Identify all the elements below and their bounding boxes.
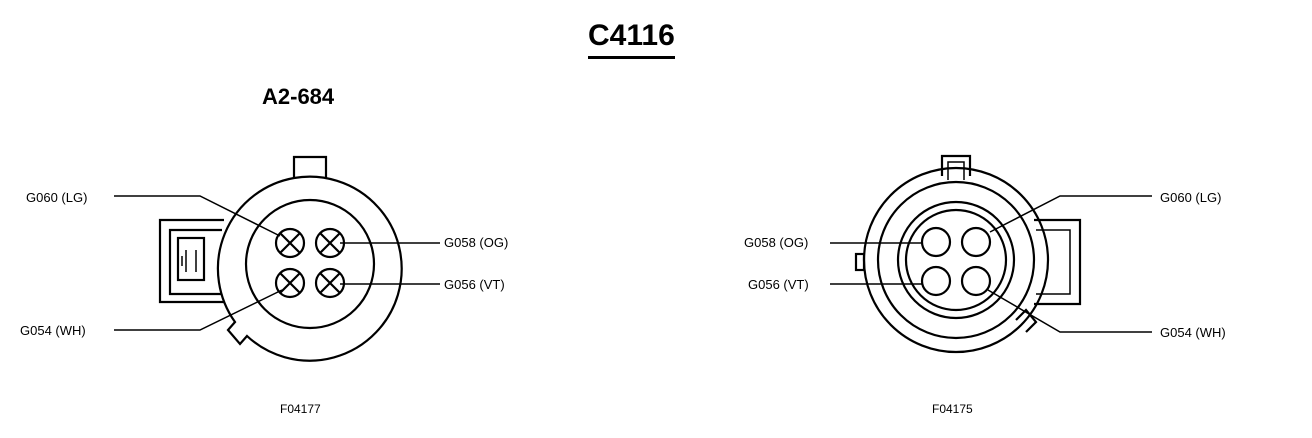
right-leader-g060: [989, 195, 1152, 233]
right-top-tab-inner: [947, 161, 965, 180]
right-side-flange-inner: [1036, 229, 1071, 295]
connector-part-number: A2-684: [262, 84, 335, 109]
right-inner-ring: [904, 208, 1008, 312]
right-side-flange: [1034, 218, 1082, 306]
right-label-g060: G060 (LG): [1160, 190, 1222, 205]
right-label-g054: G054 (WH): [1160, 325, 1226, 340]
right-left-nub: [854, 252, 866, 272]
right-pin-g058: [920, 226, 952, 258]
right-top-tab: [940, 154, 972, 176]
left-leader-g054: [114, 289, 283, 331]
left-label-g054: G054 (WH): [20, 323, 86, 338]
left-pin-g060: [274, 227, 306, 259]
right-leader-g054: [987, 289, 1152, 333]
left-label-g060: G060 (LG): [26, 190, 88, 205]
right-pin-g056: [920, 265, 952, 297]
right-pin-g054: [960, 265, 992, 297]
right-label-g056: G056 (VT): [748, 277, 809, 292]
left-outer-shell: [216, 175, 403, 362]
left-side-latch: [158, 218, 224, 304]
left-connector: [114, 155, 440, 362]
right-figure-id: F04175: [932, 402, 973, 416]
right-bottom-notch: [1015, 308, 1038, 333]
left-top-tab: [292, 155, 328, 178]
right-outer-shell: [862, 166, 1050, 354]
left-latch-detail: [181, 250, 197, 272]
right-inner-ring-outer: [896, 200, 1016, 320]
left-pin-g058: [314, 227, 346, 259]
left-pin-g056: [314, 267, 346, 299]
right-middle-shell: [876, 180, 1036, 340]
left-figure-id: F04177: [280, 402, 321, 416]
right-connector: [830, 154, 1152, 354]
left-leader-g060: [114, 195, 281, 237]
left-label-g056: G056 (VT): [444, 277, 505, 292]
left-pin-g054: [274, 267, 306, 299]
connector-title: C4116: [588, 18, 675, 59]
left-latch-block: [176, 236, 206, 282]
left-side-latch-inner: [168, 228, 222, 296]
left-inner-ring: [244, 198, 376, 330]
left-label-g058: G058 (OG): [444, 235, 509, 250]
right-pin-g060: [960, 226, 992, 258]
right-label-g058: G058 (OG): [744, 235, 809, 250]
